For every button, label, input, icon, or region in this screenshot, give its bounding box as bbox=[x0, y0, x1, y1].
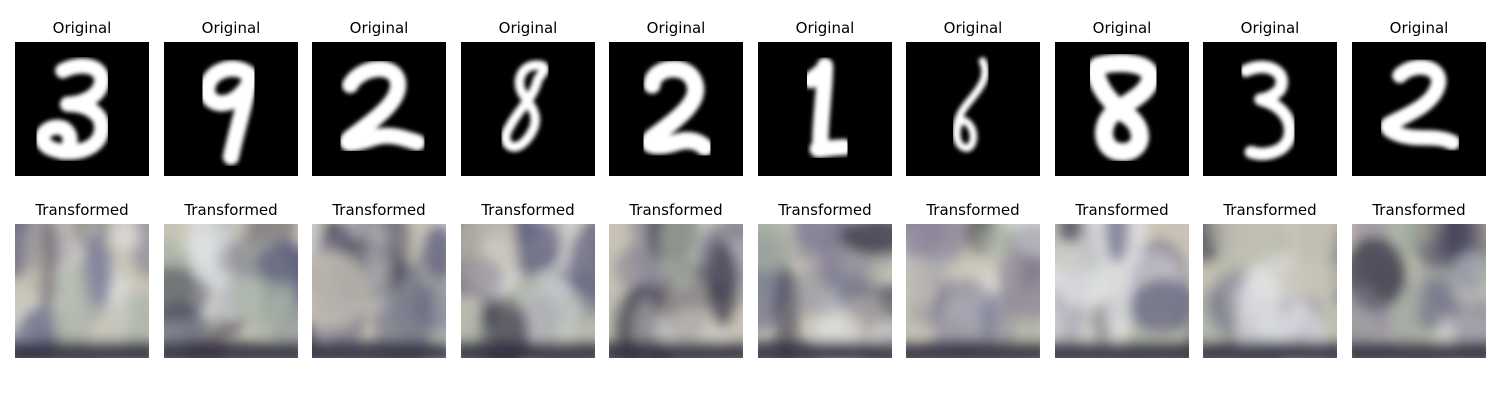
original-title: Original bbox=[52, 19, 112, 37]
transformed-title: Transformed bbox=[184, 201, 278, 219]
transformed-title: Transformed bbox=[1075, 201, 1169, 219]
original-title: Original bbox=[646, 19, 706, 37]
original-digit-image bbox=[15, 42, 149, 176]
transformed-image bbox=[461, 224, 595, 358]
original-title: Original bbox=[201, 19, 261, 37]
transformed-title: Transformed bbox=[1223, 201, 1317, 219]
original-title: Original bbox=[498, 19, 558, 37]
transformed-title: Transformed bbox=[1372, 201, 1466, 219]
original-digit-image bbox=[1203, 42, 1337, 176]
transformed-image bbox=[1055, 224, 1189, 358]
original-title: Original bbox=[1389, 19, 1449, 37]
original-digit-image bbox=[1352, 42, 1486, 176]
transformed-image bbox=[906, 224, 1040, 358]
transformed-image bbox=[312, 224, 446, 358]
transformed-image bbox=[1352, 224, 1486, 358]
transformed-image bbox=[1203, 224, 1337, 358]
original-title: Original bbox=[1240, 19, 1300, 37]
transformed-image bbox=[15, 224, 149, 358]
original-digit-image bbox=[312, 42, 446, 176]
transformed-image bbox=[609, 224, 743, 358]
original-digit-image bbox=[1055, 42, 1189, 176]
original-digit-image bbox=[609, 42, 743, 176]
transformed-title: Transformed bbox=[35, 201, 129, 219]
original-title: Original bbox=[795, 19, 855, 37]
transformed-title: Transformed bbox=[481, 201, 575, 219]
transformed-image bbox=[164, 224, 298, 358]
transformed-title: Transformed bbox=[629, 201, 723, 219]
transformed-image bbox=[758, 224, 892, 358]
original-title: Original bbox=[349, 19, 409, 37]
transformed-title: Transformed bbox=[332, 201, 426, 219]
original-title: Original bbox=[943, 19, 1003, 37]
original-digit-image bbox=[758, 42, 892, 176]
original-digit-image bbox=[906, 42, 1040, 176]
original-title: Original bbox=[1092, 19, 1152, 37]
original-digit-image bbox=[461, 42, 595, 176]
transformed-title: Transformed bbox=[778, 201, 872, 219]
original-digit-image bbox=[164, 42, 298, 176]
transformed-title: Transformed bbox=[926, 201, 1020, 219]
